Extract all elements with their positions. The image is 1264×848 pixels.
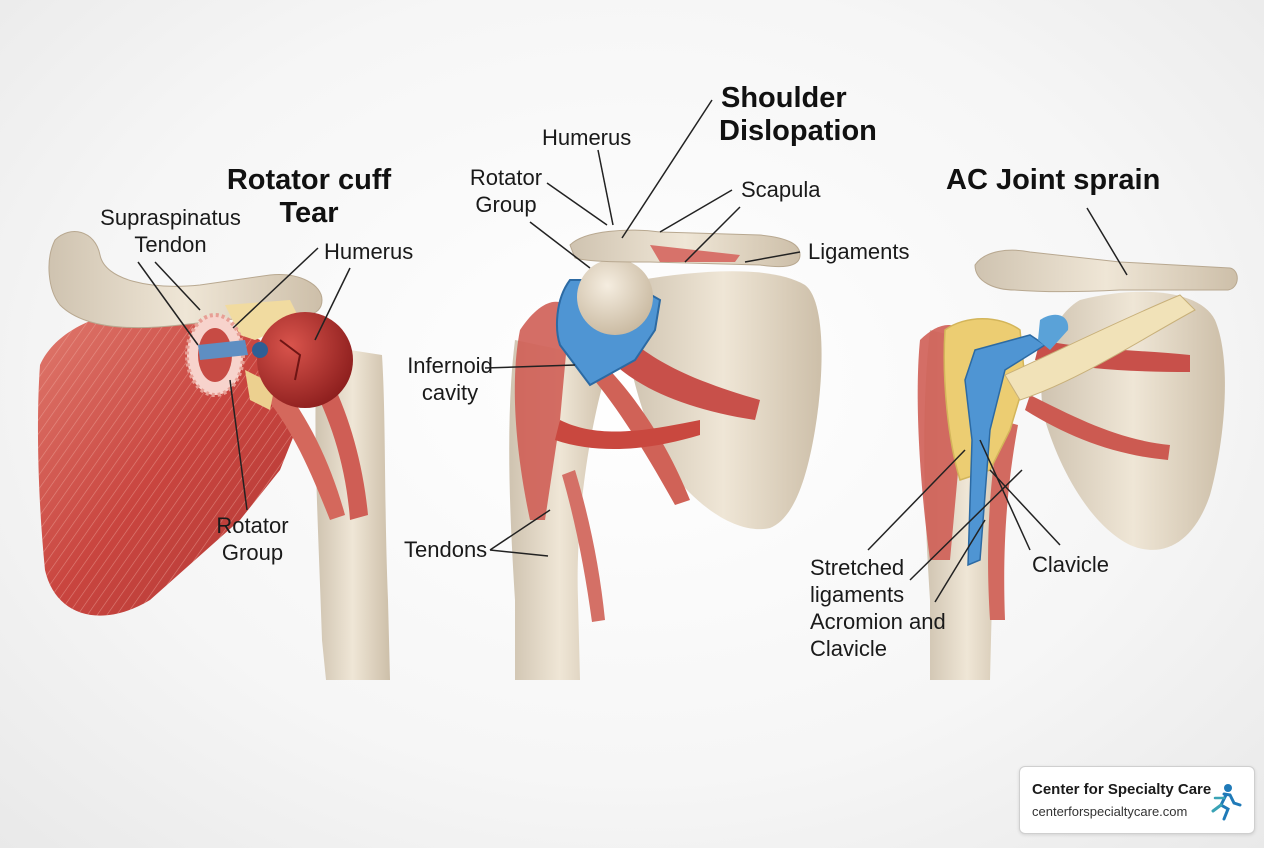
label-supraspinatus-tendon: Supraspinatus Tendon <box>88 204 253 258</box>
dislocation-title-line2: Dislopation <box>719 115 877 147</box>
dislocation-title-line1: Shoulder <box>721 82 847 114</box>
ac-joint-panel <box>867 207 1238 680</box>
acromion-right <box>974 249 1238 292</box>
label-rotator-group-middle-line2: Group <box>475 192 537 217</box>
ac-joint-title: AC Joint sprain <box>946 164 1161 196</box>
label-stretched-line1: Stretched <box>810 555 905 580</box>
label-rotator-group-left-line1: Rotator <box>216 513 289 538</box>
clavicle-right-band <box>1004 294 1196 401</box>
label-humerus-left: Humerus <box>324 239 414 264</box>
label-supraspinatus-line2: Tendon <box>134 232 207 257</box>
label-humerus-middle: Humerus <box>542 125 632 150</box>
label-rotator-group-middle: Rotator Group <box>461 164 551 218</box>
label-infernoid-line2: cavity <box>421 380 479 405</box>
label-acromion-line2: Clavicle <box>810 636 888 661</box>
rotator-cuff-panel <box>37 231 390 680</box>
label-infernoid-cavity: Infernoid cavity <box>398 352 502 406</box>
label-acromion-line1: Acromion and <box>810 609 946 634</box>
brand-box: Center for Specialty Care centerforspeci… <box>1019 766 1255 834</box>
rotator-cuff-title-line2: Tear <box>279 197 339 229</box>
rotator-cuff-title: Rotator cuff Tear <box>219 164 399 230</box>
humeral-head-middle <box>577 259 653 335</box>
label-rotator-group-left-line2: Group <box>221 540 284 565</box>
humeral-head-red <box>257 312 353 408</box>
label-tendons: Tendons <box>404 537 488 562</box>
rotator-cuff-title-line1: Rotator cuff <box>226 164 392 196</box>
brand-url[interactable]: centerforspecialtycare.com <box>1032 804 1188 819</box>
label-clavicle-right: Clavicle <box>1032 552 1110 577</box>
label-infernoid-line1: Infernoid <box>407 353 493 378</box>
label-stretched-line2: ligaments <box>810 582 905 607</box>
ligament-blue <box>964 334 1047 567</box>
dislocation-title: Shoulder Dislopation <box>719 82 877 148</box>
label-supraspinatus-line1: Supraspinatus <box>100 205 241 230</box>
label-stretched-ligaments: Stretched ligaments Acromion and Clavicl… <box>810 554 946 662</box>
brand-name: Center for Specialty Care <box>1032 781 1212 798</box>
runner-logo-icon <box>1211 784 1242 821</box>
label-rotator-group-middle-line1: Rotator <box>469 165 543 190</box>
label-rotator-group-left: Rotator Group <box>205 512 300 566</box>
label-scapula-middle: Scapula <box>741 177 821 202</box>
dislocation-panel <box>484 99 822 680</box>
label-ligaments: Ligaments <box>808 239 910 264</box>
